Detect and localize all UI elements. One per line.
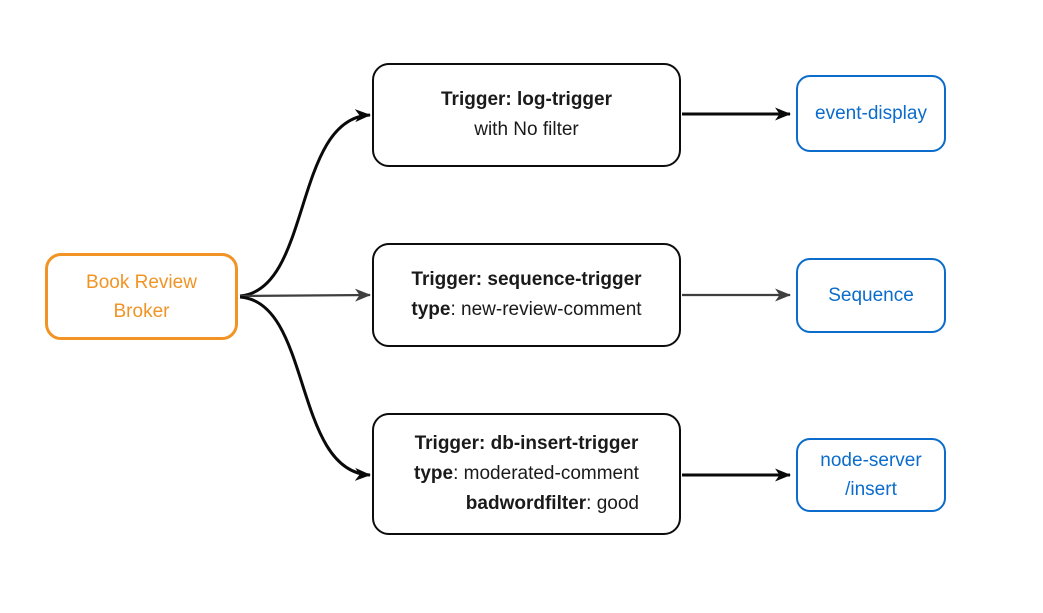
- edge-broker-to-db-insert-trigger: [239, 295, 371, 481]
- node-trigger-log: Trigger: log-trigger with No filter: [372, 63, 681, 167]
- trigger-db-insert-type-line: type: moderated-comment: [414, 463, 639, 484]
- broker-label: Book Review Broker: [86, 268, 197, 326]
- trigger-db-insert-title: Trigger: db-insert-trigger: [414, 433, 639, 454]
- node-sink-sequence: Sequence: [796, 258, 946, 333]
- sink-node-server-line1: node-server: [820, 450, 922, 471]
- node-broker: Book Review Broker: [45, 253, 238, 340]
- node-trigger-sequence: Trigger: sequence-trigger type: new-revi…: [372, 243, 681, 347]
- trigger-sequence-title: Trigger: sequence-trigger: [411, 269, 642, 290]
- sink-node-server-line2: /insert: [845, 479, 897, 500]
- edge-broker-to-log-trigger: [239, 109, 371, 298]
- trigger-log-subtitle: with No filter: [474, 119, 579, 140]
- trigger-sequence-type-line: type: new-review-comment: [411, 299, 642, 320]
- sink-sequence-label: Sequence: [828, 285, 914, 306]
- node-sink-node-server: node-server /insert: [796, 438, 946, 512]
- sink-node-server-label: node-server /insert: [820, 446, 921, 504]
- node-sink-event-display: event-display: [796, 75, 946, 152]
- trigger-db-insert-filter-line: badwordfilter: good: [465, 493, 639, 514]
- sink-event-display-label: event-display: [815, 103, 927, 124]
- node-trigger-db-insert: Trigger: db-insert-trigger type: moderat…: [372, 413, 681, 535]
- broker-label-line1: Book Review: [86, 271, 197, 293]
- broker-label-line2: Broker: [113, 300, 170, 322]
- trigger-log-title: Trigger: log-trigger: [441, 89, 612, 110]
- trigger-db-insert-label: Trigger: db-insert-trigger type: moderat…: [414, 429, 639, 519]
- trigger-log-label: Trigger: log-trigger with No filter: [441, 85, 612, 145]
- trigger-sequence-label: Trigger: sequence-trigger type: new-revi…: [411, 265, 641, 325]
- edge-broker-to-sequence-trigger: [239, 288, 371, 302]
